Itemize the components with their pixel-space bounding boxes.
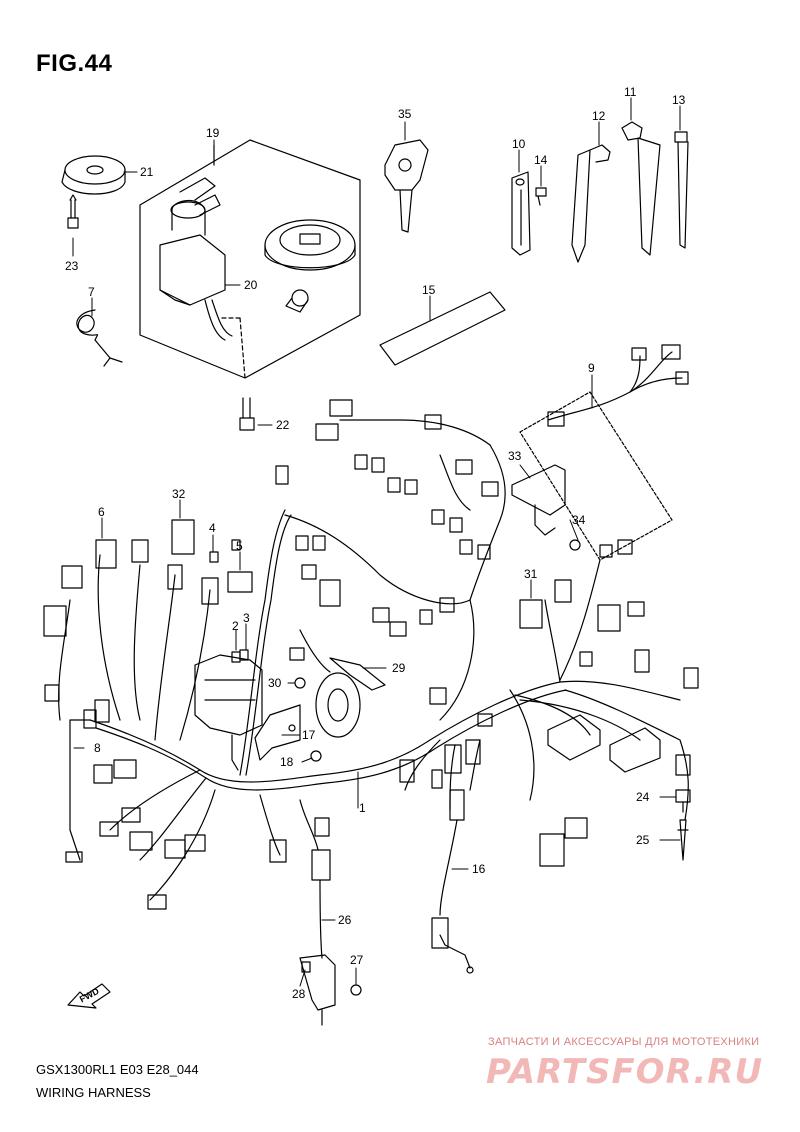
callout-17: 17 [302, 728, 316, 742]
clamp-10-drawing [511, 171, 531, 256]
callout-30: 30 [268, 676, 282, 690]
main-harness-drawing [58, 419, 689, 901]
cover-drawing [61, 155, 126, 195]
sub-harness-26-drawing [299, 849, 362, 1026]
callout-15: 15 [422, 283, 436, 297]
harness-connectors [43, 399, 699, 910]
callout-7: 7 [88, 285, 95, 299]
callout-29: 29 [392, 661, 406, 675]
callout-11: 11 [624, 85, 637, 99]
tie-13-drawing [674, 131, 689, 249]
callout-6: 6 [98, 505, 105, 519]
callout-28: 28 [292, 987, 306, 1001]
sub-harness-16-drawing [431, 819, 474, 974]
callout-8: 8 [94, 741, 101, 755]
watermark-tagline: ЗАПЧАСТИ И АКСЕССУАРЫ ДЛЯ МОТОТЕХНИКИ [488, 1036, 760, 1048]
callout-33: 33 [508, 449, 522, 463]
callout-21: 21 [140, 165, 154, 179]
model-code: GSX1300RL1 E03 E28_044 [36, 1062, 199, 1077]
callout-18: 18 [280, 755, 294, 769]
callout-14: 14 [534, 153, 548, 167]
callout-24: 24 [636, 790, 650, 804]
tape-15-drawing [379, 291, 506, 366]
callout-20: 20 [244, 278, 258, 292]
callout-19: 19 [206, 126, 220, 140]
callout-31: 31 [524, 567, 538, 581]
watermark-brand: PARTSFOR.RU [486, 1052, 764, 1092]
sensor-24-drawing [675, 789, 691, 813]
horn-drawing [294, 657, 386, 738]
callout-labels: 1 2 3 4 5 6 7 8 9 10 11 12 13 14 15 16 1… [65, 85, 686, 1001]
ignition-switch-drawing [159, 177, 246, 379]
callout-34: 34 [572, 513, 586, 527]
figure-caption: WIRING HARNESS [36, 1085, 151, 1100]
bracket-box-33 [511, 391, 673, 561]
fuel-cap-lock-drawing [264, 219, 356, 313]
bolt-23-drawing [67, 194, 79, 229]
figure-title: FIG.44 [36, 50, 113, 77]
fuse-box-drawing [194, 654, 263, 771]
callout-9: 9 [588, 361, 595, 375]
callout-3: 3 [243, 611, 250, 625]
bolt-14-drawing [535, 187, 547, 206]
callout-5: 5 [236, 539, 243, 553]
callout-10: 10 [512, 137, 526, 151]
callout-2: 2 [232, 619, 239, 633]
ignition-kit-box [139, 139, 361, 379]
callout-22: 22 [276, 418, 290, 432]
callout-leaders [72, 97, 681, 987]
callout-16: 16 [472, 862, 486, 876]
callout-25: 25 [636, 833, 650, 847]
callout-12: 12 [592, 109, 606, 123]
sub-harness-9-drawing [547, 344, 689, 427]
fwd-arrow-icon: FWD [67, 983, 111, 1009]
callout-26: 26 [338, 913, 352, 927]
band-11-drawing [621, 121, 661, 256]
spring-drawing [76, 309, 123, 367]
callout-13: 13 [672, 93, 686, 107]
callout-23: 23 [65, 259, 79, 273]
callout-32: 32 [172, 487, 186, 501]
callout-4: 4 [209, 521, 216, 535]
callout-27: 27 [350, 953, 364, 967]
bolt-22-drawing [239, 397, 255, 431]
bracket-17-drawing [254, 704, 322, 762]
callout-1: 1 [359, 801, 366, 815]
callout-35: 35 [398, 107, 412, 121]
band-12-drawing [571, 144, 611, 263]
plug-25-drawing [677, 819, 689, 861]
key-drawing [384, 139, 429, 233]
